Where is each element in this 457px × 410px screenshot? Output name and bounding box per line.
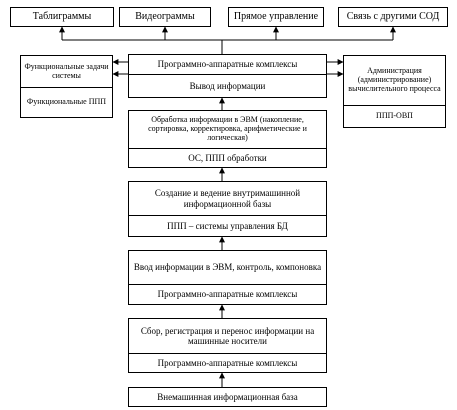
stage-output: Программно-аппаратные комплексы Вывод ин… — [128, 54, 327, 98]
stage-database-top-label: Создание и ведение внутримашинной информ… — [154, 188, 301, 209]
videograms-label: Видеограммы — [135, 11, 195, 23]
functional-ppp-cell: Функциональные ППП — [21, 87, 112, 117]
stage-collection-bottom-label: Программно-аппаратные комплексы — [157, 357, 298, 368]
stage-collection-bottom-cell: Программно-аппаратные комплексы — [129, 353, 326, 372]
administration-cell: Администрация (администрирование) вычисл… — [344, 56, 445, 105]
stage-collection: Сбор, регистрация и перенос информации н… — [128, 318, 327, 373]
stage-input-bottom-cell: Программно-аппаратные комплексы — [129, 284, 326, 304]
videograms-box: Видеограммы — [119, 7, 211, 27]
other-sod-box: Связь с другими СОД — [338, 7, 448, 27]
stage-output-bottom-cell: Вывод информации — [129, 74, 326, 97]
stage-database-bottom-cell: ППП – системы управления БД — [129, 215, 326, 236]
stage-input-top-label: Ввод информации в ЭВМ, контроль, компоно… — [133, 262, 322, 273]
stage-input-top-cell: Ввод информации в ЭВМ, контроль, компоно… — [129, 251, 326, 284]
functional-tasks-label: Функциональные задачи системы — [24, 61, 109, 80]
external-info-base-box: Внемашинная информационная база — [128, 387, 327, 407]
external-info-base-label: Внемашинная информационная база — [157, 391, 298, 402]
administration-box: Администрация (администрирование) вычисл… — [343, 55, 446, 128]
tablegrams-label: Таблиграммы — [32, 11, 92, 23]
stage-processing: Обработка информации в ЭВМ (накопление, … — [128, 110, 327, 168]
stage-processing-top-cell: Обработка информации в ЭВМ (накопление, … — [129, 111, 326, 148]
functional-tasks-box: Функциональные задачи системы Функционал… — [20, 55, 113, 118]
functional-ppp-label: Функциональные ППП — [26, 97, 107, 107]
stage-collection-top-label: Сбор, регистрация и перенос информации н… — [140, 325, 315, 346]
stage-input: Ввод информации в ЭВМ, контроль, компоно… — [128, 250, 327, 305]
stage-collection-top-cell: Сбор, регистрация и перенос информации н… — [129, 319, 326, 353]
ppp-ovp-cell: ППП-ОВП — [344, 105, 445, 127]
other-sod-label: Связь с другими СОД — [346, 11, 440, 23]
ppp-ovp-label: ППП-ОВП — [376, 111, 413, 121]
tablegrams-box: Таблиграммы — [10, 7, 114, 27]
stage-database: Создание и ведение внутримашинной информ… — [128, 181, 327, 237]
stage-output-bottom-label: Вывод информации — [189, 80, 266, 91]
stage-database-top-cell: Создание и ведение внутримашинной информ… — [129, 182, 326, 215]
stage-database-bottom-label: ППП – системы управления БД — [167, 220, 288, 231]
stage-input-bottom-label: Программно-аппаратные комплексы — [157, 289, 298, 300]
stage-output-top-cell: Программно-аппаратные комплексы — [129, 55, 326, 74]
direct-control-label: Прямое управление — [233, 11, 319, 23]
functional-tasks-cell: Функциональные задачи системы — [21, 56, 112, 87]
stage-processing-bottom-label: ОС, ППП обработки — [188, 152, 267, 163]
administration-label: Администрация (администрирование) вычисл… — [348, 66, 441, 93]
stage-output-top-label: Программно-аппаратные комплексы — [157, 59, 298, 70]
stage-processing-top-label: Обработка информации в ЭВМ (накопление, … — [148, 115, 307, 142]
direct-control-box: Прямое управление — [228, 7, 324, 27]
stage-processing-bottom-cell: ОС, ППП обработки — [129, 148, 326, 167]
